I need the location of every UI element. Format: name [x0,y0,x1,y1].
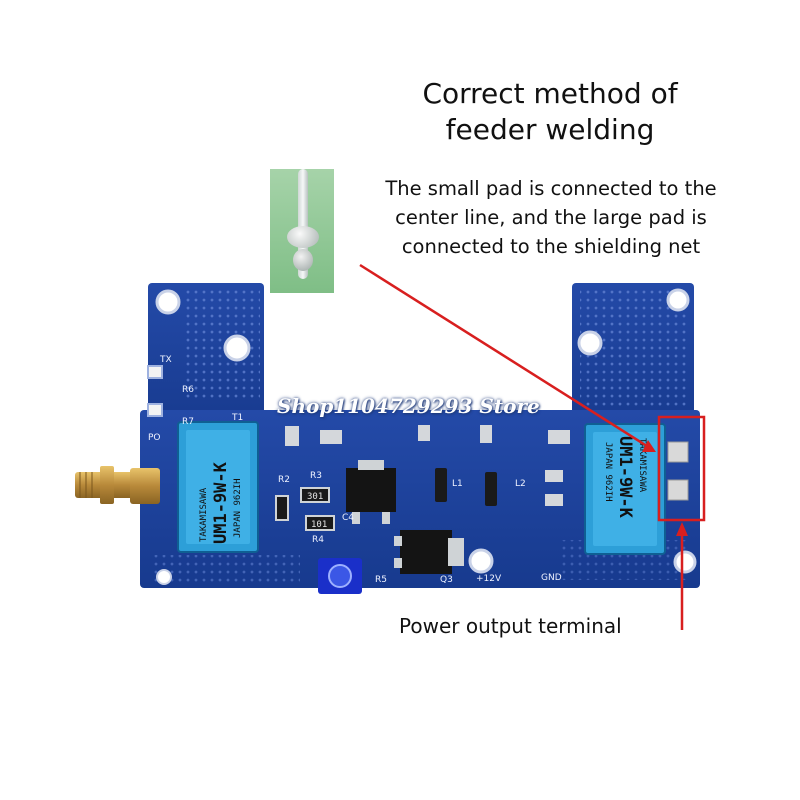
inductor-l1 [435,468,447,502]
solder-blob [293,249,313,271]
po-led [147,403,163,417]
svg-text:R3: R3 [310,471,322,481]
pcb-main-board [140,410,700,588]
relay-left-origin: JAPAN 962IH [233,478,243,538]
svg-text:R2: R2 [278,475,290,485]
pad-note-line-2: center line, and the large pad is [395,206,707,229]
svg-text:L1: L1 [452,479,463,489]
pad-note-arrow [359,263,651,450]
svg-text:L2: L2 [515,479,526,489]
title-line-1: Correct method of [422,77,678,110]
relay-left-model: UM1-9W-K [211,461,231,544]
power-output-label: Power output terminal [399,614,622,638]
solder-joint [287,226,319,248]
relay-right: TAKAMISAWA UM1-9W-K JAPAN 962IH [584,423,666,555]
svg-text:TX: TX [159,355,172,365]
trim-potentiometer [318,558,362,594]
svg-text:R4: R4 [312,535,324,545]
smd-pads [285,425,570,506]
svg-text:T1: T1 [231,413,243,423]
relay-right-brand: TAKAMISAWA [637,438,647,493]
relay-left-brand: TAKAMISAWA [199,487,209,542]
svg-text:Q3: Q3 [440,575,453,585]
relay-right-model: UM1-9W-K [615,436,635,519]
svg-text:R5: R5 [375,575,387,585]
pcb-right-mount-tab [572,283,694,431]
mosfet-q3 [394,530,464,574]
svg-text:GND: GND [541,573,562,583]
sma-connector [75,466,160,504]
svg-text:R6: R6 [182,385,194,395]
relay-left: TAKAMISAWA UM1-9W-K JAPAN 962IH [177,421,259,553]
smd-resistors: 301 101 [275,487,335,531]
pad-note-line-3: connected to the shielding net [401,235,701,258]
svg-text:R7: R7 [182,417,194,427]
page-title: Correct method of feeder welding [360,76,740,148]
feeder-wire [298,169,308,279]
solder-joint-inset-photo [270,169,334,293]
relay-right-origin: JAPAN 962IH [603,442,613,502]
tx-led [147,365,163,379]
store-watermark: Shop1104729293 Store [277,394,540,418]
mosfet-q2 [346,460,396,524]
inductor-l2 [485,472,497,506]
pad-connection-note: The small pad is connected to the center… [346,174,756,261]
svg-text:101: 101 [311,520,327,530]
output-terminal-pads [667,441,689,501]
svg-text:301: 301 [307,492,323,502]
svg-text:+12V: +12V [476,574,502,584]
pad-note-line-1: The small pad is connected to the [385,177,717,200]
title-line-2: feeder welding [445,113,655,146]
pcb-left-mount-tab [148,283,264,431]
svg-text:PO: PO [148,433,161,443]
output-terminal-highlight [657,415,706,522]
svg-text:C4: C4 [342,513,354,523]
